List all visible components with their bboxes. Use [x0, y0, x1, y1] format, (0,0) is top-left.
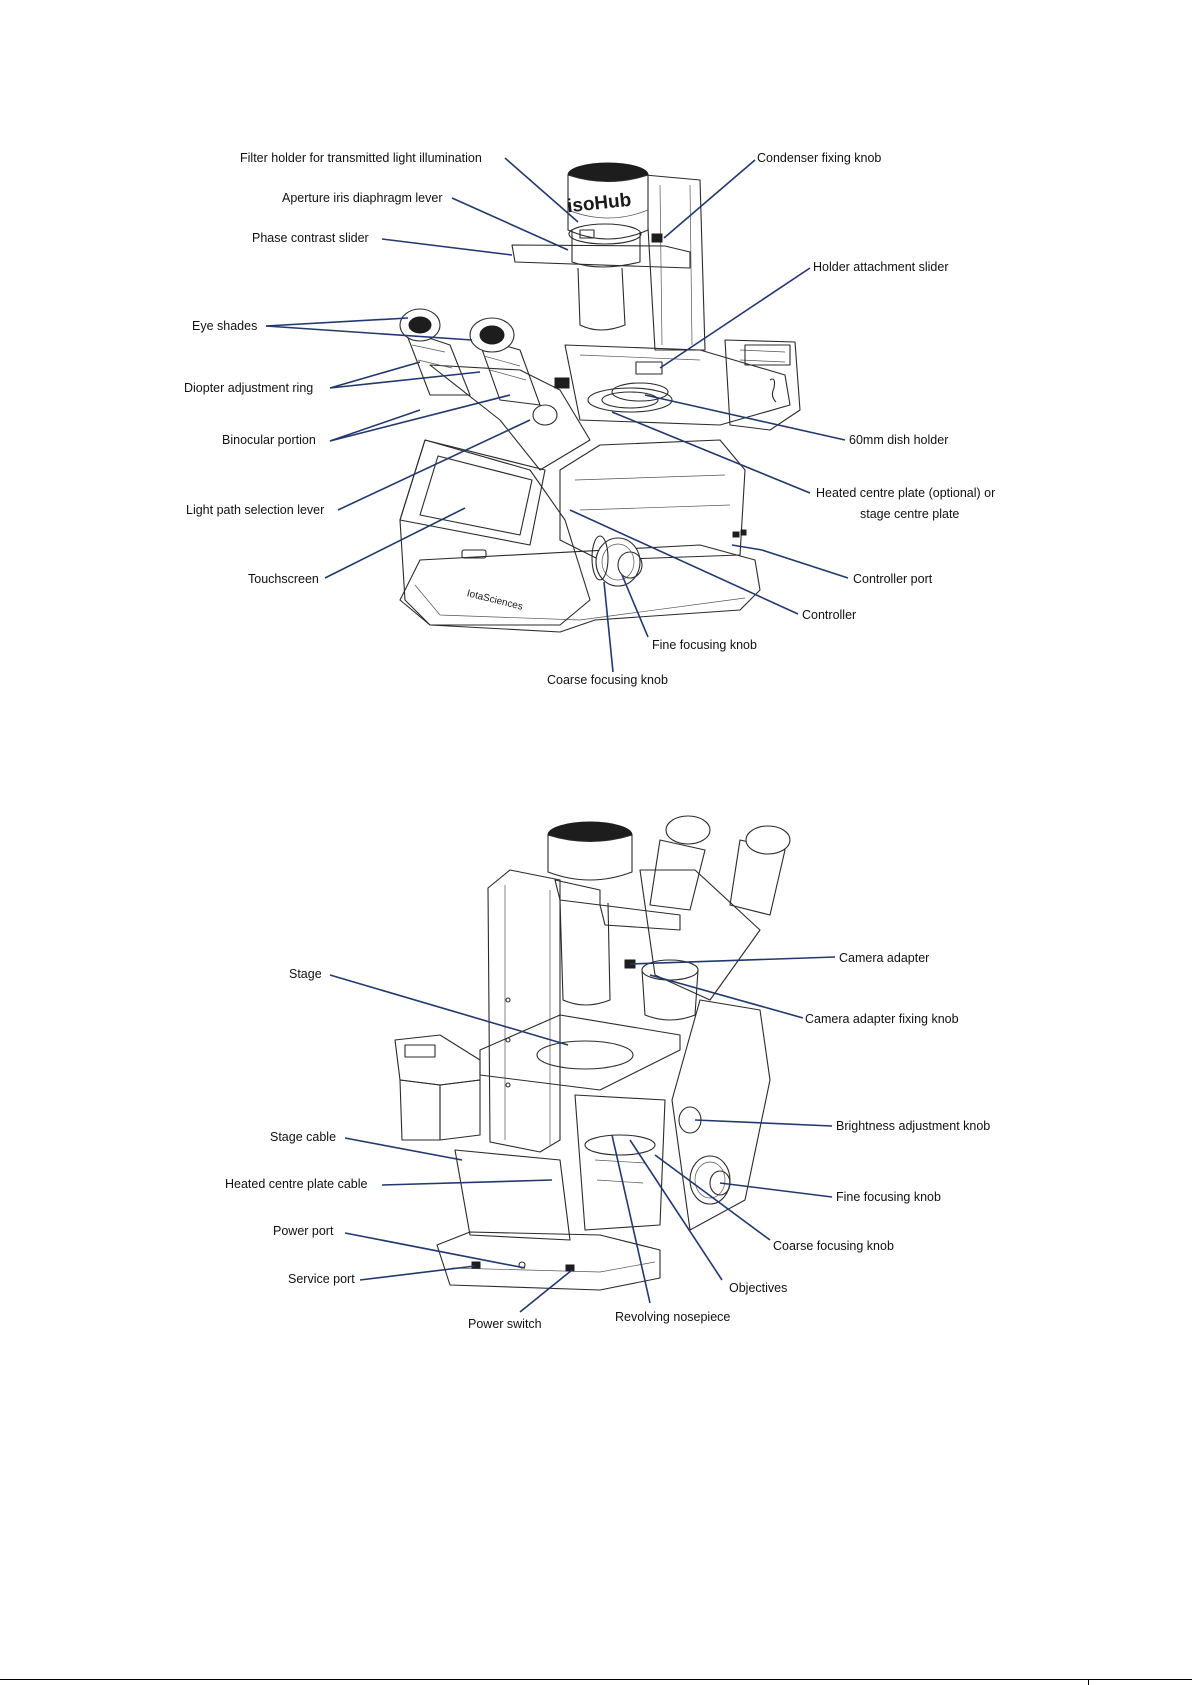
brand-isohub: isoHub	[566, 189, 633, 218]
label-service-port: Service port	[288, 1272, 355, 1286]
label-filter-holder: Filter holder for transmitted light illu…	[240, 151, 482, 165]
bottom-leader-lines	[329, 956, 836, 1313]
label-phase-slider: Phase contrast slider	[252, 231, 369, 245]
label-heated-plate-line2: stage centre plate	[860, 507, 960, 521]
label-dish-holder: 60mm dish holder	[849, 433, 949, 447]
label-condenser-knob: Condenser fixing knob	[757, 151, 882, 165]
label-controller: Controller	[802, 608, 857, 622]
label-power-switch: Power switch	[468, 1317, 542, 1331]
label-fine-focus-top: Fine focusing knob	[652, 638, 757, 652]
label-stage: Stage	[289, 967, 322, 981]
label-holder-slider: Holder attachment slider	[813, 260, 949, 274]
label-controller-port: Controller port	[853, 572, 933, 586]
label-power-port: Power port	[273, 1224, 334, 1238]
label-heated-plate-line1: Heated centre plate (optional) or	[816, 486, 996, 500]
page-bottom-rule-tick	[1088, 1679, 1089, 1685]
label-camera-adapter: Camera adapter	[839, 951, 930, 965]
label-diopter-ring: Diopter adjustment ring	[184, 381, 314, 395]
label-touchscreen: Touchscreen	[248, 572, 319, 586]
page-bottom-rule	[0, 1679, 1192, 1685]
label-eye-shades: Eye shades	[192, 319, 258, 333]
label-binocular: Binocular portion	[222, 433, 316, 447]
label-coarse-focus-bottom: Coarse focusing knob	[773, 1239, 894, 1253]
label-light-path-lever: Light path selection lever	[186, 503, 325, 517]
label-brightness-knob: Brightness adjustment knob	[836, 1119, 991, 1133]
microscope-front-drawing	[399, 162, 801, 633]
label-aperture-lever: Aperture iris diaphragm lever	[282, 191, 443, 205]
label-objectives: Objectives	[729, 1281, 788, 1295]
label-stage-cable: Stage cable	[270, 1130, 337, 1144]
label-camera-adapter-knob: Camera adapter fixing knob	[805, 1012, 959, 1026]
microscope-rear-drawing	[394, 815, 791, 1291]
label-fine-focus-bottom: Fine focusing knob	[836, 1190, 941, 1204]
top-leader-lines	[265, 157, 849, 673]
label-heated-cable: Heated centre plate cable	[225, 1177, 368, 1191]
label-revolving-nosepiece: Revolving nosepiece	[615, 1310, 731, 1324]
label-coarse-focus-top: Coarse focusing knob	[547, 673, 668, 687]
